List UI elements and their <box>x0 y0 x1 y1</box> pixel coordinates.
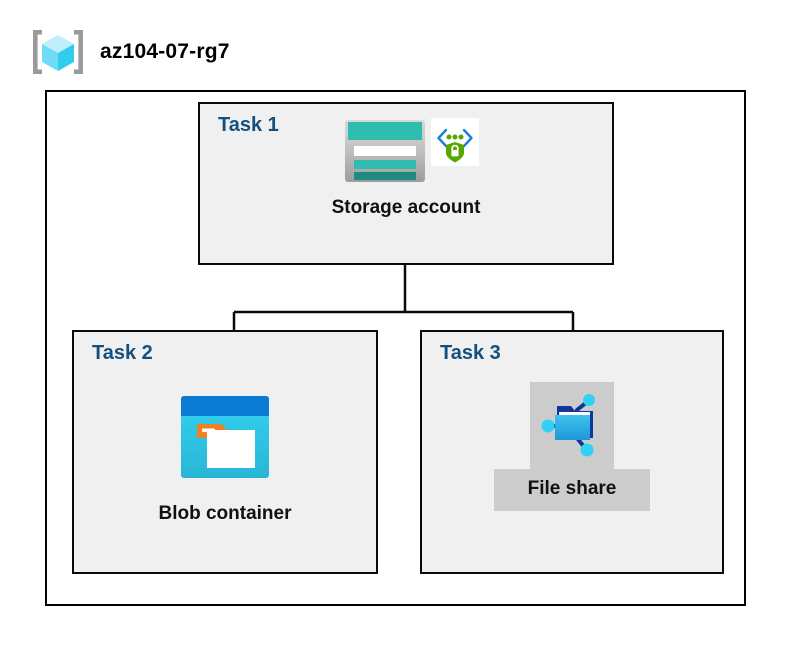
storage-account-icon-row <box>343 118 479 189</box>
resource-group-header: az104-07-rg7 <box>30 26 230 78</box>
node-file-share[interactable]: File share <box>422 382 722 511</box>
node-storage-account[interactable]: Storage account <box>200 118 612 219</box>
file-share-icon-highlight <box>530 382 614 469</box>
blob-container-icon <box>179 394 271 485</box>
task-box-3[interactable]: Task 3 <box>420 330 724 574</box>
file-share-icon <box>538 388 606 465</box>
storage-account-icon <box>343 118 427 189</box>
task-3-label: Task 3 <box>440 342 501 364</box>
task-box-2[interactable]: Task 2 <box>72 330 378 574</box>
resource-group-name: az104-07-rg7 <box>100 40 230 63</box>
blob-container-caption: Blob container <box>158 503 292 524</box>
task-box-1[interactable]: Task 1 <box>198 102 614 265</box>
node-blob-container[interactable]: Blob container <box>74 394 376 525</box>
file-share-caption: File share <box>493 469 651 511</box>
task-2-label: Task 2 <box>92 342 153 364</box>
secure-endpoint-shield-icon <box>431 118 479 171</box>
storage-account-caption: Storage account <box>331 197 481 218</box>
task-1-label: Task 1 <box>218 114 279 136</box>
resource-group-cube-icon <box>30 26 86 78</box>
